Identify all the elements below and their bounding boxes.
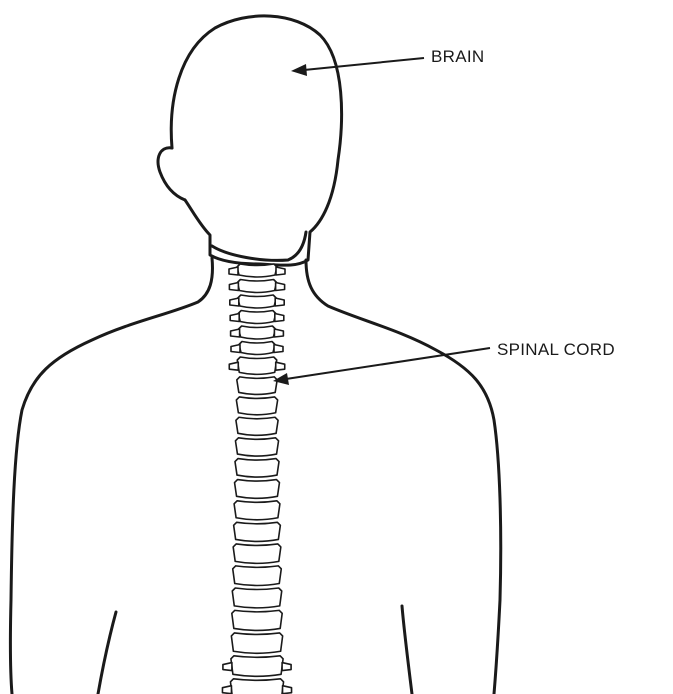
vertebra-process: [276, 283, 285, 291]
head-outline: [171, 16, 341, 265]
brain-arrowhead: [291, 64, 307, 76]
vertebra: [231, 656, 283, 677]
vertebra-process: [275, 298, 284, 306]
vertebra-process: [230, 298, 239, 306]
vertebra: [232, 588, 281, 608]
vertebra: [234, 501, 280, 520]
vertebra-process: [276, 362, 285, 370]
vertebra: [237, 357, 276, 374]
vertebra: [235, 459, 279, 478]
vertebra-process: [231, 329, 240, 337]
vertebra-process: [276, 267, 285, 275]
right-arm-line: [402, 606, 412, 694]
vertebra-process: [274, 345, 283, 353]
brain-label: BRAIN: [431, 47, 484, 67]
jaw-outline: [212, 232, 306, 260]
vertebra-process: [229, 267, 238, 275]
brain-leader-line: [304, 58, 424, 70]
vertebra: [232, 610, 282, 630]
vertebra: [231, 633, 282, 653]
vertebra-process: [283, 686, 292, 694]
vertebra: [237, 280, 276, 293]
vertebra: [235, 480, 280, 499]
ear-outline: [158, 148, 185, 200]
vertebra: [236, 417, 278, 435]
vertebra-process: [229, 283, 238, 291]
vertebra-process: [229, 362, 238, 370]
vertebra-process: [282, 663, 291, 671]
left-arm-line: [98, 612, 116, 694]
vertebra: [236, 397, 277, 415]
vertebra: [238, 311, 276, 324]
vertebra-process: [222, 686, 231, 694]
vertebra: [237, 377, 277, 395]
vertebra: [233, 544, 281, 563]
vertebra: [239, 326, 276, 339]
vertebra: [238, 295, 276, 308]
spinal-column: [222, 264, 291, 694]
vertebra: [230, 679, 283, 694]
vertebra-process: [223, 663, 232, 671]
vertebra: [234, 522, 281, 541]
vertebra: [237, 264, 277, 277]
vertebra-process: [274, 329, 283, 337]
vertebra-process: [231, 345, 240, 353]
spinal-cord-label: SPINAL CORD: [497, 340, 615, 360]
vertebra: [239, 342, 275, 355]
vertebra-process: [230, 314, 239, 322]
vertebra: [233, 566, 282, 586]
vertebra-process: [275, 314, 284, 322]
vertebra: [235, 438, 278, 456]
